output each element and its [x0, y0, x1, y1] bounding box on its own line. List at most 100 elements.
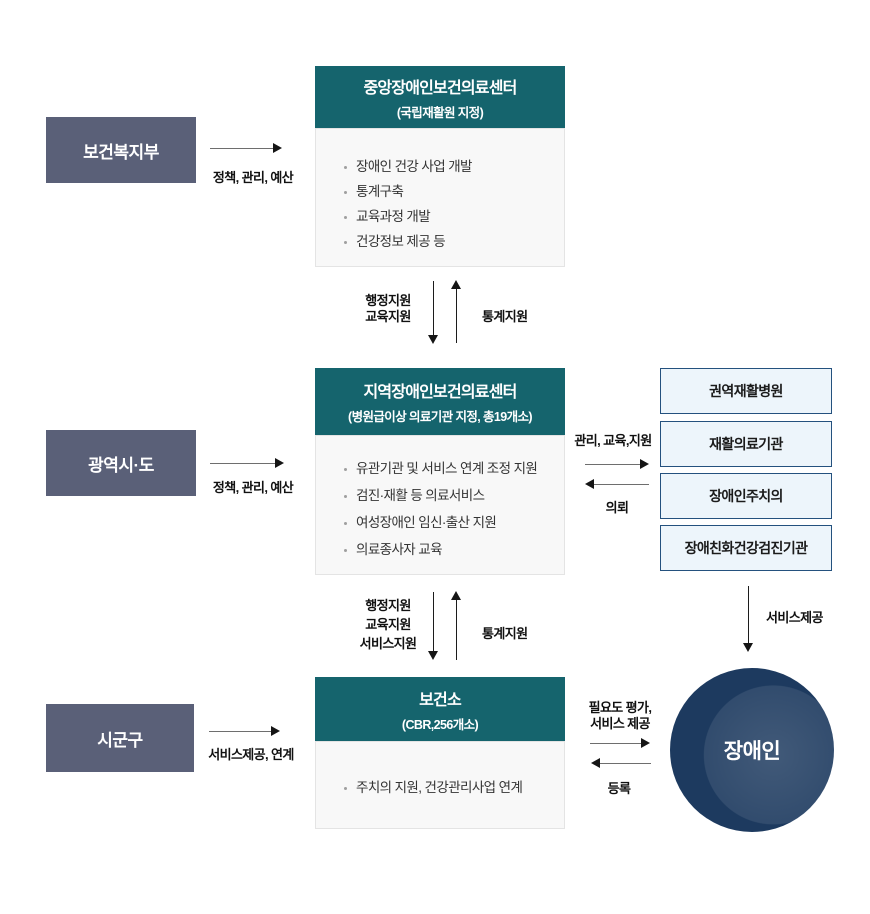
- arrow-line: [455, 288, 458, 343]
- arrow-line: [432, 592, 435, 652]
- arrow-line: [210, 462, 276, 465]
- label-line: 교육지원: [365, 309, 411, 324]
- list-item: 주치의 지원, 건강관리사업 연계: [344, 779, 556, 797]
- list-item: 유관기관 및 서비스 연계 조정 지원: [344, 460, 556, 478]
- bullet-dot-icon: [344, 191, 347, 194]
- label-line: 서비스지원: [359, 636, 417, 651]
- bullet-text: 건강정보 제공 등: [356, 234, 446, 249]
- list-item: 통계구축: [344, 183, 556, 201]
- manage-edu-support-label: 관리, 교육,지원: [574, 433, 652, 448]
- arrow-line: [599, 762, 651, 765]
- bullet-text: 여성장애인 임신·출산 지원: [356, 515, 497, 530]
- ministry-of-health-label: 보건복지부: [83, 142, 159, 162]
- disabled-primary-doctor-box: 장애인주치의: [660, 473, 832, 519]
- public-health-center-header: 보건소 (CBR,256개소): [315, 677, 565, 741]
- arrow-line: [455, 599, 458, 660]
- central-center-header: 중앙장애인보건의료센터 (국립재활원 지정): [315, 66, 565, 128]
- regional-rehab-hospital-box: 권역재활병원: [660, 368, 832, 414]
- regional-rehab-hospital-label: 권역재활병원: [709, 383, 783, 399]
- arrow-head-icon: [428, 335, 438, 344]
- health-center-to-regional-arrow: [451, 591, 462, 660]
- arrow-head-icon: [451, 591, 461, 600]
- person-to-health-center-arrow: [591, 758, 651, 769]
- list-item: 건강정보 제공 등: [344, 233, 556, 251]
- label-line: 행정지원: [365, 598, 411, 613]
- arrow-head-icon: [451, 280, 461, 289]
- list-item: 장애인 건강 사업 개발: [344, 158, 556, 176]
- public-health-center-functions: 주치의 지원, 건강관리사업 연계: [315, 741, 565, 829]
- arrow-line: [585, 463, 641, 466]
- regional-to-institutions-arrow: [585, 459, 649, 470]
- bullet-text: 주치의 지원, 건강관리사업 연계: [356, 780, 523, 795]
- arrow-line: [747, 586, 750, 644]
- bullet-dot-icon: [344, 787, 347, 790]
- regional-center-title: 지역장애인보건의료센터: [363, 384, 517, 401]
- arrow-line: [593, 483, 649, 486]
- arrow-head-icon: [640, 459, 649, 469]
- arrow-line: [590, 742, 642, 745]
- arrow-head-icon: [275, 458, 284, 468]
- arrow-head-icon: [273, 143, 282, 153]
- arrow-head-icon: [641, 738, 650, 748]
- stats-support-label: 통계지원: [482, 309, 528, 324]
- arrow-line: [210, 147, 274, 150]
- arrow-head-icon: [743, 643, 753, 652]
- province-arrow-label: 정책, 관리, 예산: [212, 480, 294, 495]
- arrow-line: [432, 281, 435, 336]
- arrow-head-icon: [271, 726, 280, 736]
- rehab-medical-institution-box: 재활의료기관: [660, 421, 832, 467]
- list-item: 여성장애인 임신·출산 지원: [344, 514, 556, 532]
- disability-friendly-checkup-box: 장애친화건강검진기관: [660, 525, 832, 571]
- regional-center-header: 지역장애인보건의료센터 (병원급이상 의료기관 지정, 총19개소): [315, 368, 565, 435]
- bullet-text: 장애인 건강 사업 개발: [356, 159, 472, 174]
- disabled-person-circle: 장애인: [670, 668, 834, 832]
- bullet-dot-icon: [344, 549, 347, 552]
- admin-edu-service-support-label: 행정지원 교육지원 서비스지원: [343, 596, 433, 653]
- health-center-to-person-arrow: [590, 738, 650, 749]
- central-center-subtitle: (국립재활원 지정): [396, 105, 484, 120]
- ministry-to-central-arrow: [210, 143, 282, 154]
- label-line: 교육지원: [365, 617, 411, 632]
- needs-assessment-service-label: 필요도 평가, 서비스 제공: [578, 700, 662, 732]
- list-item: 의료종사자 교육: [344, 541, 556, 559]
- public-health-center-title: 보건소: [419, 691, 462, 709]
- regional-to-central-arrow: [451, 280, 462, 343]
- arrow-line: [209, 730, 272, 733]
- service-provision-label: 서비스제공: [766, 610, 823, 625]
- label-line: 필요도 평가,: [588, 700, 652, 715]
- registration-label: 등록: [607, 781, 631, 796]
- si-gun-gu-label: 시군구: [97, 730, 143, 750]
- bullet-text: 검진·재활 등 의료서비스: [356, 488, 485, 503]
- arrow-head-icon: [428, 651, 438, 660]
- district-arrow-label: 서비스제공, 연계: [208, 747, 294, 762]
- district-to-health-center-arrow: [209, 726, 280, 737]
- disabled-primary-doctor-label: 장애인주치의: [709, 488, 783, 504]
- bullet-dot-icon: [344, 522, 347, 525]
- bullet-text: 통계구축: [356, 184, 404, 199]
- arrow-head-icon: [591, 758, 600, 768]
- disability-friendly-checkup-label: 장애친화건강검진기관: [684, 540, 808, 556]
- bullet-dot-icon: [344, 495, 347, 498]
- label-line: 서비스 제공: [590, 716, 650, 731]
- label-line: 행정지원: [365, 293, 411, 308]
- regional-center-subtitle: (병원급이상 의료기관 지정, 총19개소): [348, 410, 533, 424]
- bullet-dot-icon: [344, 216, 347, 219]
- bullet-dot-icon: [344, 468, 347, 471]
- public-health-center-subtitle: (CBR,256개소): [401, 717, 479, 732]
- stats-support-label: 통계지원: [482, 626, 528, 641]
- regional-to-health-center-arrow: [428, 592, 439, 660]
- bullet-text: 의료종사자 교육: [356, 542, 443, 557]
- si-gun-gu-box: 시군구: [46, 704, 194, 772]
- institutions-to-regional-arrow: [585, 479, 649, 490]
- regional-center-functions: 유관기관 및 서비스 연계 조정 지원 검진·재활 등 의료서비스 여성장애인 …: [315, 435, 565, 575]
- metropolitan-province-box: 광역시·도: [46, 430, 196, 496]
- metropolitan-province-label: 광역시·도: [88, 455, 154, 475]
- list-item: 교육과정 개발: [344, 208, 556, 226]
- ministry-of-health-box: 보건복지부: [46, 117, 196, 183]
- bullet-dot-icon: [344, 241, 347, 244]
- central-center-functions: 장애인 건강 사업 개발 통계구축 교육과정 개발 건강정보 제공 등: [315, 128, 565, 267]
- province-to-regional-arrow: [210, 458, 284, 469]
- arrow-head-icon: [585, 479, 594, 489]
- disabled-person-label: 장애인: [723, 740, 781, 763]
